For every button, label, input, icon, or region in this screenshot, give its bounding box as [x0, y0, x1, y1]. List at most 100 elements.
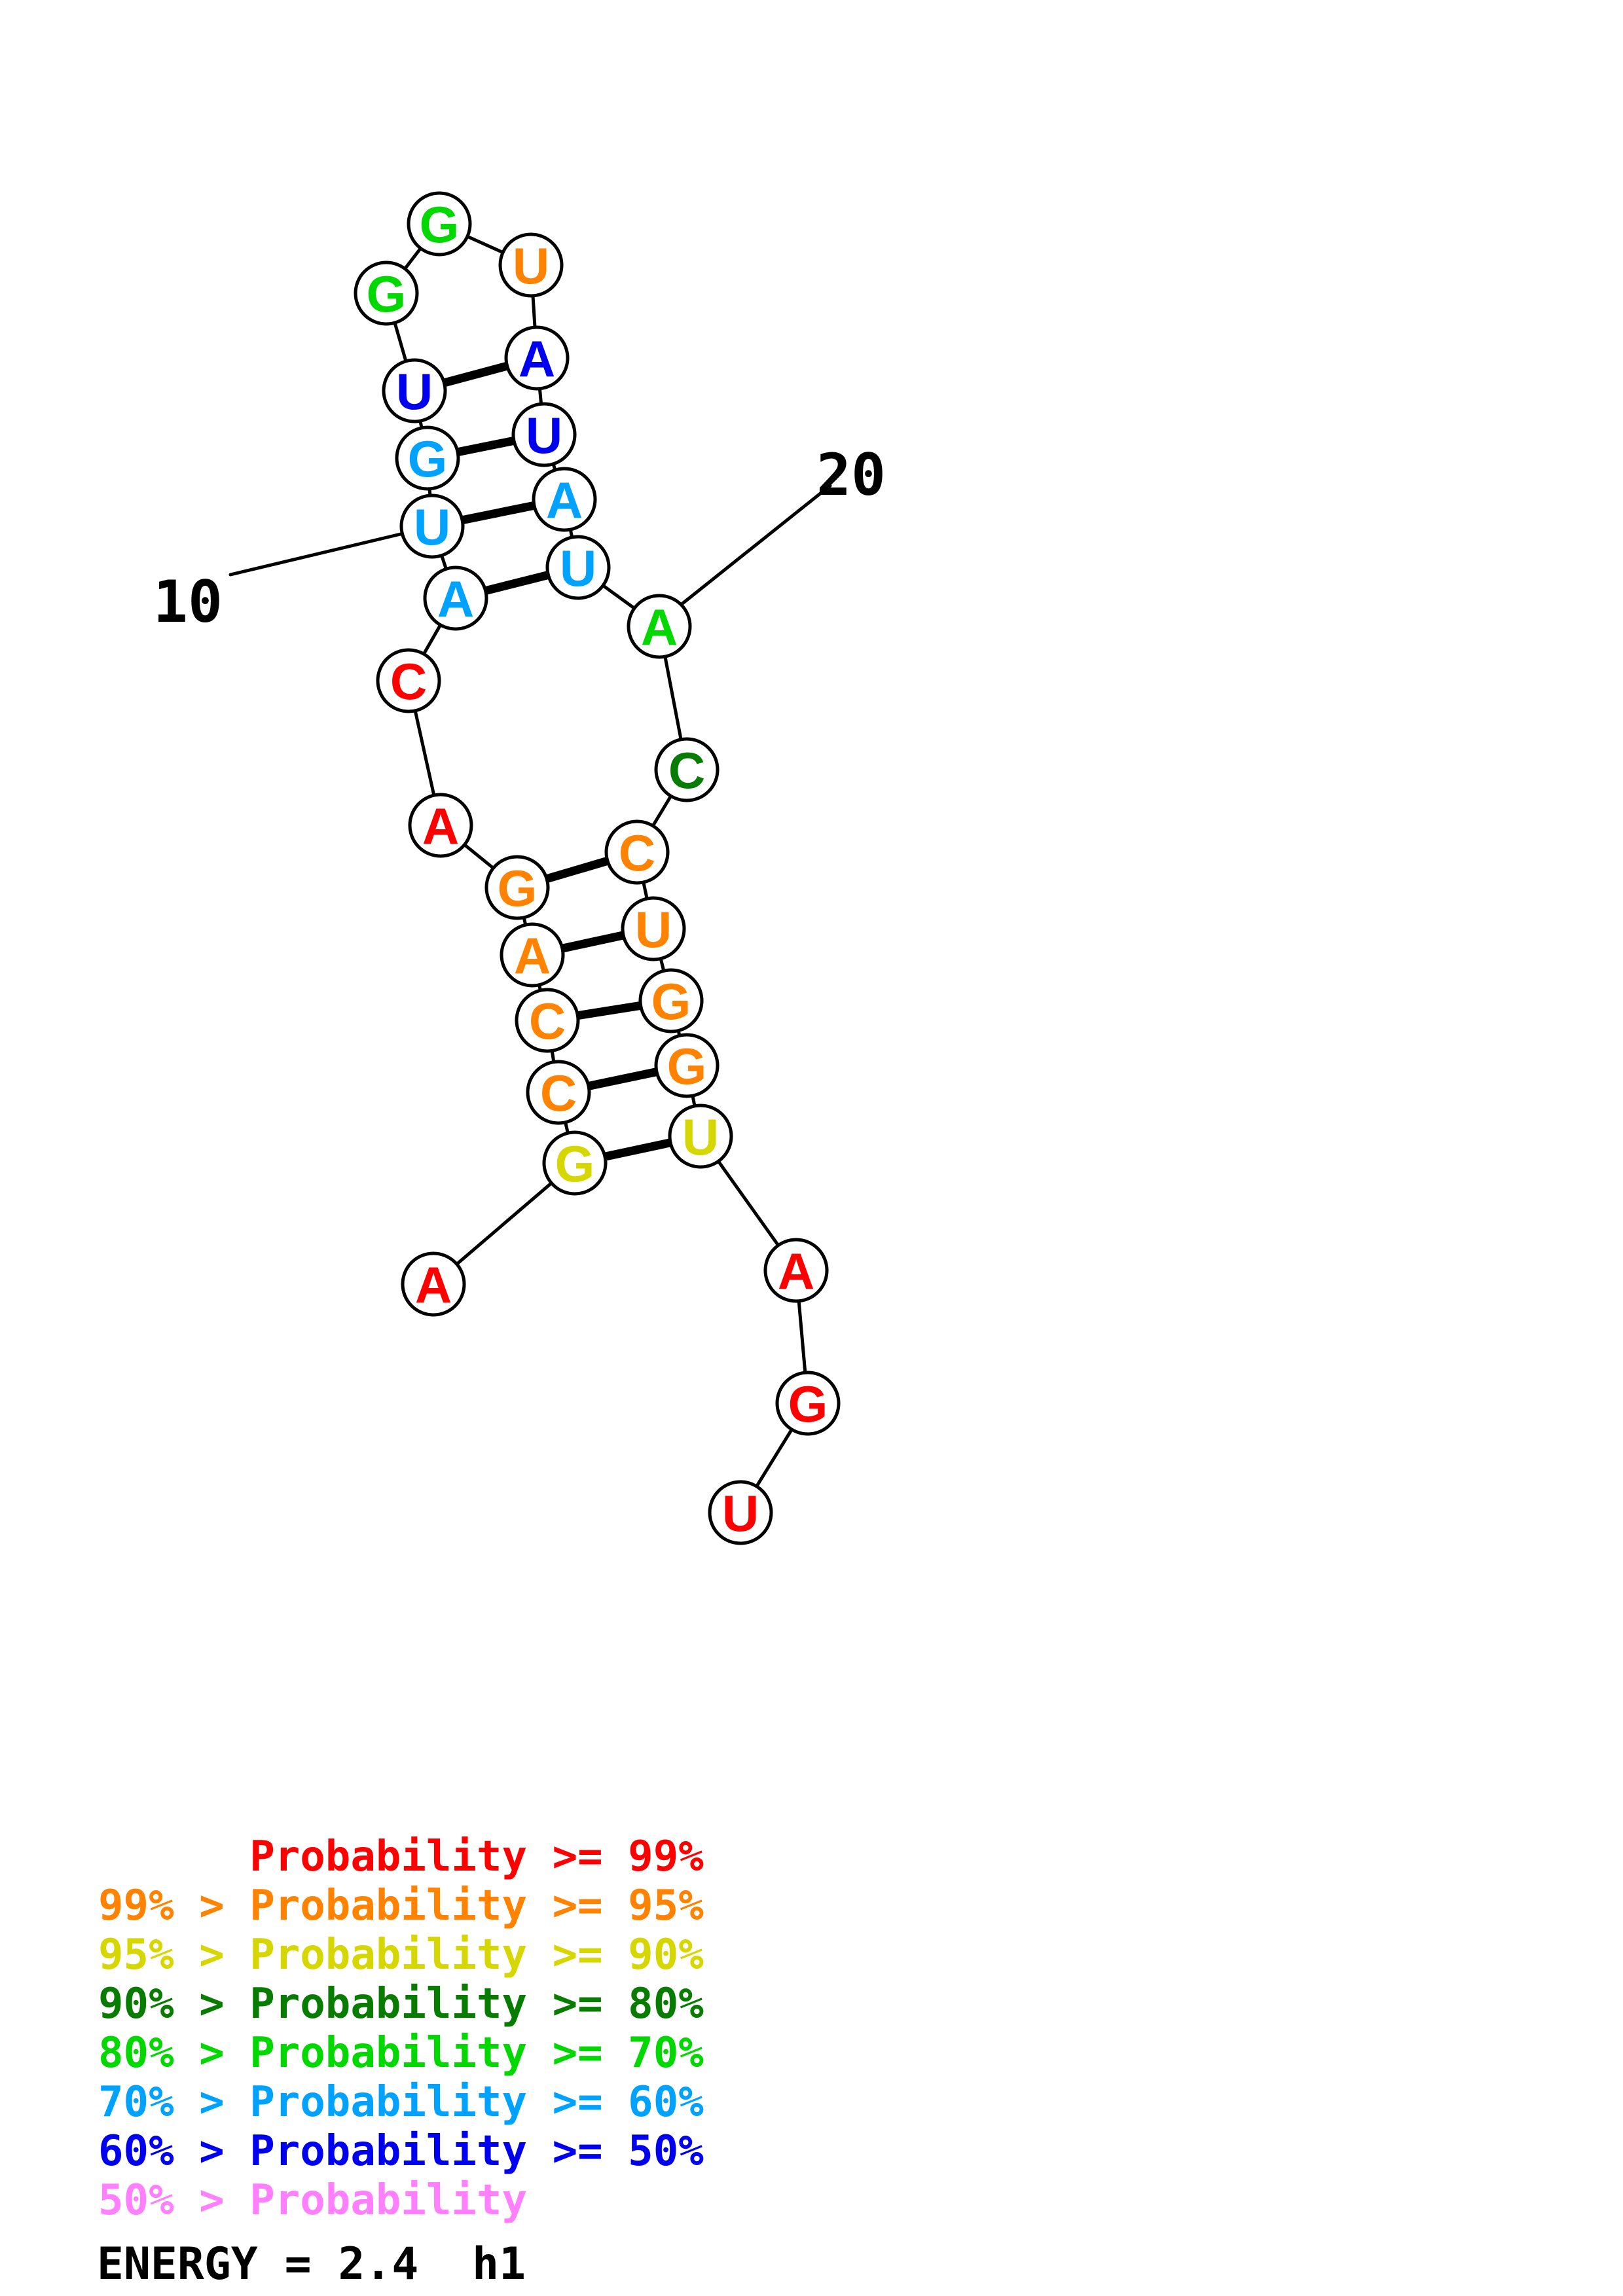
nucleotide-letter: G: [408, 430, 448, 488]
nucleotide-circle: [423, 565, 488, 631]
nucleotide-10-U: U: [399, 493, 465, 559]
nucleotide-23-U: U: [621, 896, 686, 961]
position-label-10: 10: [153, 568, 223, 636]
nucleotide-letter: A: [778, 1242, 814, 1300]
nucleotide-letter: U: [396, 363, 433, 420]
nucleotide-7-A: A: [408, 793, 473, 858]
nucleotide-letter: C: [540, 1064, 577, 1122]
nucleotide-letter: A: [641, 598, 678, 656]
nucleotide-letter: A: [437, 570, 474, 628]
nucleotide-2-G: G: [542, 1130, 608, 1196]
legend-line-2: 95% > Probability >= 90%: [98, 1931, 704, 1979]
position-label-line: [679, 484, 832, 607]
nucleotide-19-U: U: [545, 535, 611, 600]
nucleotide-circle: [708, 1480, 773, 1545]
nucleotide-28-G: G: [775, 1371, 841, 1436]
nucleotide-circle: [654, 1033, 720, 1098]
nucleotide-letter: A: [422, 797, 459, 855]
position-label-20: 20: [816, 441, 886, 509]
nucleotide-21-C: C: [654, 737, 720, 802]
nucleotide-20-A: A: [627, 594, 692, 659]
nucleotide-letter: G: [651, 973, 691, 1030]
nucleotide-circle: [532, 467, 597, 532]
nucleotide-1-A: A: [401, 1251, 466, 1317]
nucleotide-11-G: G: [395, 425, 460, 491]
nucleotide-letter: C: [390, 653, 427, 710]
nucleotide-letter: C: [668, 742, 705, 799]
legend-line-6: 60% > Probability >= 50%: [98, 2127, 704, 2176]
nucleotide-18-A: A: [532, 467, 597, 532]
nucleotide-circle: [604, 819, 670, 885]
nucleotide-letter: C: [619, 824, 655, 882]
nucleotide-circle: [408, 793, 473, 858]
nucleotide-24-G: G: [638, 968, 704, 1033]
nucleotide-5-A: A: [500, 922, 565, 988]
nucleotide-circle: [638, 968, 704, 1033]
nucleotide-circle: [545, 535, 611, 600]
nucleotide-letter: C: [529, 992, 566, 1050]
nucleotide-circle: [382, 358, 447, 423]
nucleotide-letter: U: [513, 237, 549, 295]
nucleotide-letter: G: [498, 859, 538, 917]
nucleotide-letter: U: [414, 498, 450, 556]
nucleotide-letter: G: [788, 1375, 828, 1433]
nucleotide-29-U: U: [708, 1480, 773, 1545]
nucleotide-circle: [763, 1238, 829, 1303]
nucleotide-16-A: A: [504, 325, 570, 391]
nucleotide-circle: [401, 1251, 466, 1317]
legend-line-0: Probability >= 99%: [98, 1833, 704, 1881]
nucleotide-circle: [542, 1130, 608, 1196]
nucleotide-circle: [515, 988, 580, 1053]
nucleotide-4-C: C: [515, 988, 580, 1053]
nucleotide-26-U: U: [668, 1103, 733, 1169]
nucleotide-letter: G: [667, 1037, 707, 1095]
nucleotide-8-C: C: [376, 648, 441, 713]
nucleotide-letter: U: [526, 406, 562, 464]
nucleotide-letter: A: [514, 927, 551, 984]
nucleotide-circle: [498, 232, 564, 298]
position-label-line: [228, 532, 403, 577]
nucleotide-circle: [511, 402, 577, 467]
nucleotide-circle: [627, 594, 692, 659]
nucleotide-circle: [654, 737, 720, 802]
legend-line-7: 50% > Probability: [98, 2176, 528, 2225]
nucleotide-letter: A: [546, 471, 583, 529]
nucleotide-3-C: C: [526, 1060, 591, 1125]
nucleotide-circle: [407, 191, 472, 257]
nucleotide-letter: U: [682, 1108, 719, 1166]
nucleotide-27-A: A: [763, 1238, 829, 1303]
nucleotide-22-C: C: [604, 819, 670, 885]
nucleotide-letter: U: [560, 539, 596, 597]
nucleotide-14-G: G: [407, 191, 472, 257]
nucleotide-letter: G: [420, 196, 460, 253]
legend-line-3: 90% > Probability >= 80%: [98, 1980, 704, 2028]
nucleotide-circle: [775, 1371, 841, 1436]
probability-legend: Probability >= 99%99% > Probability >= 9…: [98, 1833, 704, 2225]
nucleotide-circle: [668, 1103, 733, 1169]
legend-line-4: 80% > Probability >= 70%: [98, 2029, 704, 2077]
nucleotide-25-G: G: [654, 1033, 720, 1098]
nucleotide-circle: [354, 260, 419, 326]
legend-line-1: 99% > Probability >= 95%: [98, 1882, 704, 1930]
nucleotide-circle: [526, 1060, 591, 1125]
nucleotide-circle: [399, 493, 465, 559]
nucleotide-circle: [504, 325, 570, 391]
nucleotide-letter: G: [555, 1135, 595, 1193]
nucleotide-letter: U: [635, 901, 672, 958]
nucleotide-circle: [621, 896, 686, 961]
nucleotide-17-U: U: [511, 402, 577, 467]
nucleotide-circle: [500, 922, 565, 988]
nucleotide-circle: [376, 648, 441, 713]
nucleotide-letter: A: [519, 330, 555, 387]
nucleotide-15-U: U: [498, 232, 564, 298]
nucleotide-circle: [395, 425, 460, 491]
nucleotide-circle: [484, 855, 550, 920]
nucleotide-letter: U: [722, 1484, 759, 1542]
nucleotide-letter: A: [415, 1256, 452, 1314]
nucleotide-9-A: A: [423, 565, 488, 631]
nucleotide-12-U: U: [382, 358, 447, 423]
energy-label: ENERGY = 2.4 h1: [97, 2238, 526, 2290]
nucleotide-13-G: G: [354, 260, 419, 326]
